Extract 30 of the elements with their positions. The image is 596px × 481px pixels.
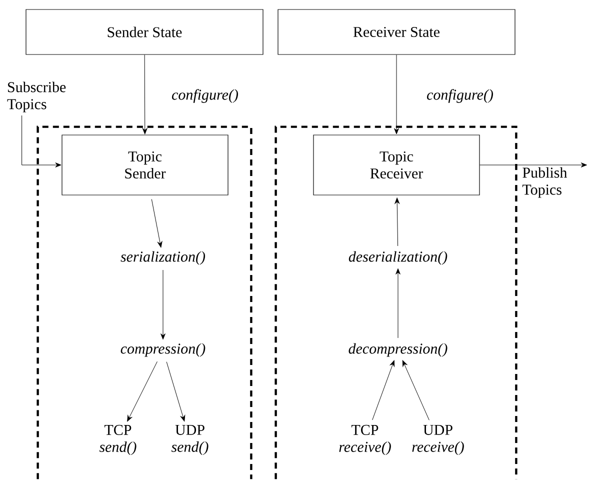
arrow: [402, 360, 430, 420]
arrow: [394, 54, 399, 134]
protocol-label: UDP send(): [171, 424, 208, 455]
function-label: serialization(): [120, 251, 206, 265]
arrow: [394, 198, 400, 246]
process-box: Receiver State: [278, 9, 516, 55]
arrow: [160, 270, 166, 340]
process-box: Topic Receiver: [313, 134, 480, 196]
arrow: [151, 198, 162, 248]
subscribe-label: Subscribe Topics: [7, 82, 66, 112]
arrow: [127, 361, 158, 422]
arrow: [142, 54, 148, 134]
publish-label: Publish Topics: [522, 167, 567, 198]
arrow: [480, 162, 587, 168]
function-label: decompression(): [348, 343, 448, 357]
dashed-region: [274, 126, 518, 480]
arrow: [396, 268, 400, 338]
edge-label: configure(): [172, 89, 238, 103]
function-label: deserialization(): [348, 251, 448, 265]
process-box: Sender State: [26, 9, 264, 55]
process-box: Topic Sender: [62, 134, 228, 196]
protocol-label: TCP send(): [99, 424, 136, 456]
dashed-region: [36, 126, 252, 480]
arrow: [22, 115, 62, 168]
protocol-label: UDP receive(): [412, 424, 464, 455]
protocol-label: TCP receive(): [339, 424, 391, 456]
edge-label: configure(): [427, 89, 493, 103]
arrow: [166, 362, 186, 422]
arrow: [372, 360, 395, 420]
function-label: compression(): [120, 343, 206, 357]
